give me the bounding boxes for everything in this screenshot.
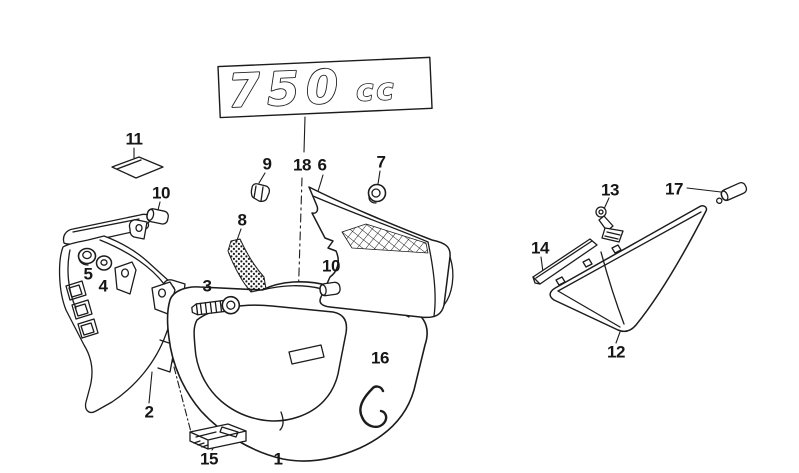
callout-11: 11 (125, 129, 143, 149)
badge-sub-text: cc (355, 72, 397, 108)
callout-7: 7 (376, 152, 386, 172)
callout-16: 16 (371, 348, 389, 368)
part-11-pad (111, 156, 164, 179)
part-3-screw (191, 295, 241, 316)
part-6-grille-panel (308, 186, 454, 319)
part-17-pin (716, 182, 748, 204)
callout-14: 14 (531, 238, 549, 258)
part-10-grommet-right (319, 281, 341, 297)
callout-4: 4 (98, 276, 108, 296)
callout-17: 17 (665, 179, 683, 199)
callout-13: 13 (601, 180, 619, 200)
part-16-hook (359, 385, 388, 429)
callout-8: 8 (237, 210, 247, 230)
part-4-washer (95, 255, 113, 271)
part-15-clip (189, 423, 247, 450)
part-14-trim-strip (532, 238, 598, 285)
badge-750cc: 750 cc (217, 56, 433, 119)
callout-6: 6 (317, 155, 327, 175)
part-9-clip-nut (250, 183, 271, 203)
callout-10-left: 10 (152, 183, 170, 203)
callout-1: 1 (273, 449, 283, 469)
callout-3: 3 (202, 276, 212, 296)
part-7-grommet (367, 183, 387, 204)
callout-2: 2 (144, 402, 154, 422)
part-13-bracket (595, 206, 624, 243)
callout-5: 5 (83, 264, 93, 284)
callout-10-right: 10 (322, 256, 340, 276)
callout-15: 15 (200, 449, 218, 469)
callout-9: 9 (262, 154, 272, 174)
callout-18: 18 (293, 155, 311, 175)
part-8-seal-strip (227, 238, 267, 293)
part-12-wedge-panel (549, 205, 708, 333)
callout-12: 12 (607, 342, 625, 362)
part-10-grommet-left (146, 208, 169, 225)
part-5-nut (77, 247, 97, 266)
badge-main-text: 750 (227, 59, 346, 118)
part-2-left-cover (58, 213, 179, 414)
